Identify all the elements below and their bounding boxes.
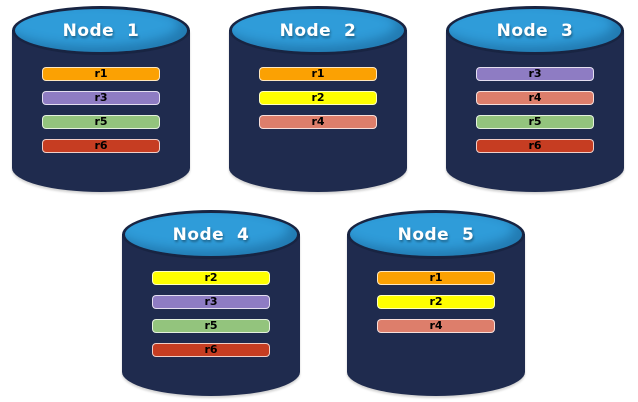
replica-bar-r2: r2 [259,91,377,105]
cylinder-top-ellipse: Node 1 [12,6,190,55]
node-title: Node 3 [496,20,574,41]
replica-bar-r4: r4 [377,319,495,333]
cylinder-body [12,30,190,192]
cylinder-body [347,234,525,396]
replica-bar-r5: r5 [152,319,270,333]
cylinder-top-ellipse: Node 4 [122,210,300,259]
replica-bar-r4: r4 [476,91,594,105]
replica-bar-r1: r1 [377,271,495,285]
cylinder-body [446,30,624,192]
replica-bar-r6: r6 [42,139,160,153]
replica-list: r2 r3 r5 r6 [122,271,300,357]
database-node-1: Node 1 r1 r3 r5 r6 [12,6,190,192]
node-title: Node 5 [397,224,475,245]
replica-bar-r2: r2 [377,295,495,309]
cylinder-top-ellipse: Node 2 [229,6,407,55]
replica-list: r1 r2 r4 [229,67,407,129]
replica-bar-r1: r1 [259,67,377,81]
replica-bar-r3: r3 [42,91,160,105]
replica-bar-r1: r1 [42,67,160,81]
cylinder-top-ellipse: Node 5 [347,210,525,259]
cylinder-body [122,234,300,396]
cylinder-body [229,30,407,192]
replica-list: r1 r2 r4 [347,271,525,333]
replica-bar-r3: r3 [152,295,270,309]
replica-bar-r5: r5 [476,115,594,129]
replica-bar-r4: r4 [259,115,377,129]
cylinder-top-ellipse: Node 3 [446,6,624,55]
replica-bar-r5: r5 [42,115,160,129]
node-title: Node 1 [62,20,140,41]
node-title: Node 2 [279,20,357,41]
database-node-4: Node 4 r2 r3 r5 r6 [122,210,300,396]
database-node-2: Node 2 r1 r2 r4 [229,6,407,192]
replica-list: r3 r4 r5 r6 [446,67,624,153]
replica-bar-r6: r6 [152,343,270,357]
replica-bar-r3: r3 [476,67,594,81]
replica-bar-r6: r6 [476,139,594,153]
replica-list: r1 r3 r5 r6 [12,67,190,153]
database-node-3: Node 3 r3 r4 r5 r6 [446,6,624,192]
node-title: Node 4 [172,224,250,245]
replica-bar-r2: r2 [152,271,270,285]
database-node-5: Node 5 r1 r2 r4 [347,210,525,396]
